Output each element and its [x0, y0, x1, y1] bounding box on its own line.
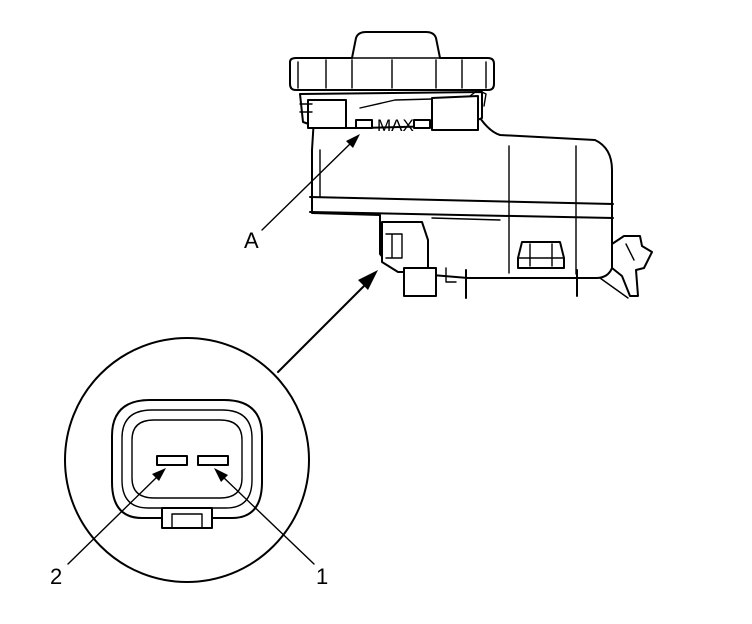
callout-2-label: 2 [50, 564, 62, 589]
cap-grip-ribs [297, 59, 487, 89]
mounting-post [465, 269, 578, 299]
neck-clip-left [307, 99, 347, 129]
hex-nut [517, 241, 565, 269]
callout-1-arrowhead [214, 468, 228, 482]
terminal-1 [197, 455, 229, 466]
mounting-foot [403, 267, 437, 297]
max-level-tick [355, 119, 373, 129]
connector-inner-rim [121, 409, 253, 509]
callout-1: 1 [214, 468, 328, 589]
connector-latch [161, 507, 213, 529]
callout-a: A [244, 134, 360, 253]
hose-connector [611, 235, 653, 297]
detail-pointer [277, 270, 378, 373]
callout-2-arrowhead [152, 468, 166, 481]
neck-clip-right [431, 95, 479, 131]
callout-a-arrowhead [346, 134, 360, 148]
max-label: MAX [377, 116, 414, 135]
reservoir-seam [309, 196, 614, 219]
detail-pointer-arrowhead [358, 270, 378, 290]
max-level-tick-right [413, 119, 431, 129]
terminal-2 [156, 455, 188, 466]
connector-detail-view [64, 337, 310, 583]
callout-a-label: A [244, 228, 259, 253]
detail-circle [64, 337, 310, 583]
brake-fluid-reservoir: MAX [289, 31, 653, 299]
callout-1-label: 1 [316, 564, 328, 589]
sensor-housing [381, 221, 429, 273]
callout-2: 2 [50, 468, 166, 589]
